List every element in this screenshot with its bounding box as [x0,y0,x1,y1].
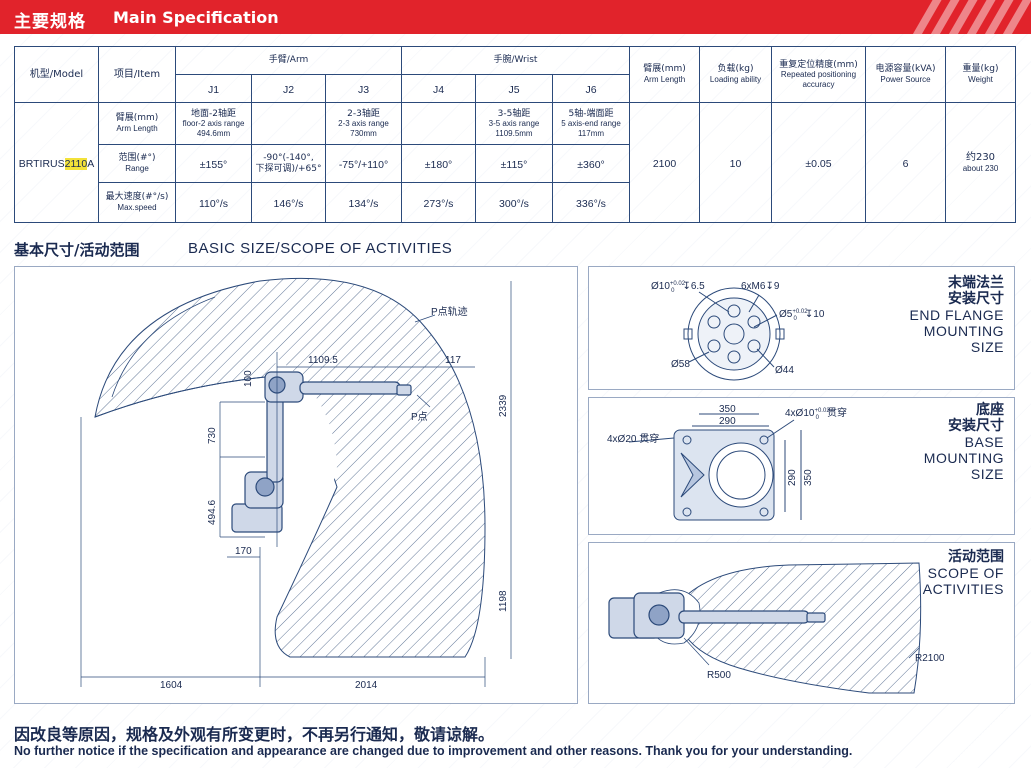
scope-r500: R500 [707,670,731,681]
base-label: 底座 安装尺寸 BASE MOUNTING SIZE [923,402,1004,483]
base-h290: 290 [787,469,798,486]
dim-label: 2014 [355,680,378,691]
speed-j3: 134°/s [325,182,402,223]
joint-j6: J6 [552,74,630,103]
main-drawing-panel: 1109.5 117 100 730 494.6 170 2339 1198 1… [14,266,578,704]
dim-label: 100 [243,370,254,387]
speed-j6: 336°/s [552,182,630,223]
repeat-header: 重复定位精度(mm)Repeated positioning accuracy [771,46,866,103]
load-header: 负载(kg)Loading ability [699,46,772,103]
joint-j3: J3 [325,74,402,103]
dim-label: 494.6 [207,500,218,525]
banner-stripes [903,0,1031,34]
range-j3: -75°/+110° [325,144,402,183]
joint-j4: J4 [401,74,476,103]
dim-label: 1109.5 [308,355,338,366]
speed-j1: 110°/s [175,182,252,223]
armlen-j2 [251,102,326,145]
power-header: 电源容量(kVA)Power Source [865,46,946,103]
range-j6: ±360° [552,144,630,183]
flange-d5: Ø44 [775,365,794,376]
item-header: 项目/Item [98,46,176,103]
model-cell: BRTIRUS2110A [14,102,99,223]
robot-side-view [231,371,412,533]
range-j4: ±180° [401,144,476,183]
spec-table: 机型/Model 项目/Item 手臂/Arm 手腕/Wrist 臂展(mm)A… [14,46,1016,223]
footer-note-cn: 因改良等原因，规格及外观有所变更时，不再另行通知，敬请谅解。 [14,725,495,744]
speed-j5: 300°/s [475,182,553,223]
scope-label: 活动范围 SCOPE OF ACTIVITIES [922,549,1004,598]
row-armlen-label: 臂展(mm)Arm Length [98,102,176,145]
header-title-cn: 主要规格 [14,12,86,32]
scope-panel: R500 R2100 活动范围 SCOPE OF ACTIVITIES [588,542,1015,704]
base-w350: 350 [719,404,736,415]
dim-label: 2339 [498,394,509,417]
scope-r2100: R2100 [915,653,945,664]
repeat-value: ±0.05 [771,102,866,223]
header-title-en: Main Specification [113,8,279,27]
flange-d2: 6xM6↧9 [741,281,780,292]
section-title-en: BASIC SIZE/SCOPE OF ACTIVITIES [188,240,453,257]
footer-note-en: No further notice if the specification a… [14,744,853,758]
wrist-group-header: 手腕/Wrist [401,46,630,75]
joint-j1: J1 [175,74,252,103]
load-value: 10 [699,102,772,223]
scope-region [678,562,922,694]
base-holes-left: 4xØ20 贯穿 [607,432,659,445]
range-j2: -90°(-140°, 下探可调)/+65° [251,144,326,183]
dim-label: 1604 [160,680,183,691]
range-j1: ±155° [175,144,252,183]
dim-label: 170 [235,546,252,557]
dim-label: 730 [207,427,218,444]
main-drawing: 1109.5 117 100 730 494.6 170 2339 1198 1… [80,277,512,691]
scope-drawing: R500 R2100 [608,562,945,694]
arm-length-header: 臂展(mm)Arm Length [629,46,700,103]
weight-header: 重量(kg)Weight [945,46,1016,103]
dim-label: 117 [445,355,461,366]
base-w290: 290 [719,416,736,427]
range-j5: ±115° [475,144,553,183]
base-h350: 350 [803,469,814,486]
p-track-label: P点轨迹 [431,305,468,318]
speed-j4: 273°/s [401,182,476,223]
flange-label: 末端法兰 安装尺寸 END FLANGE MOUNTING SIZE [909,275,1004,356]
robot-top-view [608,592,826,639]
power-value: 6 [865,102,946,223]
joint-j2: J2 [251,74,326,103]
p-point-label: P点 [411,411,428,423]
model-header: 机型/Model [14,46,99,103]
speed-j2: 146°/s [251,182,326,223]
header-banner: 主要规格 Main Specification [0,0,1031,34]
row-speed-label: 最大速度(#°/s)Max.speed [98,182,176,223]
armlen-j4 [401,102,476,145]
section-title-cn: 基本尺寸/活动范围 [14,241,140,259]
arm-group-header: 手臂/Arm [175,46,402,75]
joint-j5: J5 [475,74,553,103]
dim-label: 1198 [498,590,509,612]
arm-length-value: 2100 [629,102,700,223]
row-range-label: 范围(#°)Range [98,144,176,183]
flange-d4: Ø58 [671,359,690,370]
